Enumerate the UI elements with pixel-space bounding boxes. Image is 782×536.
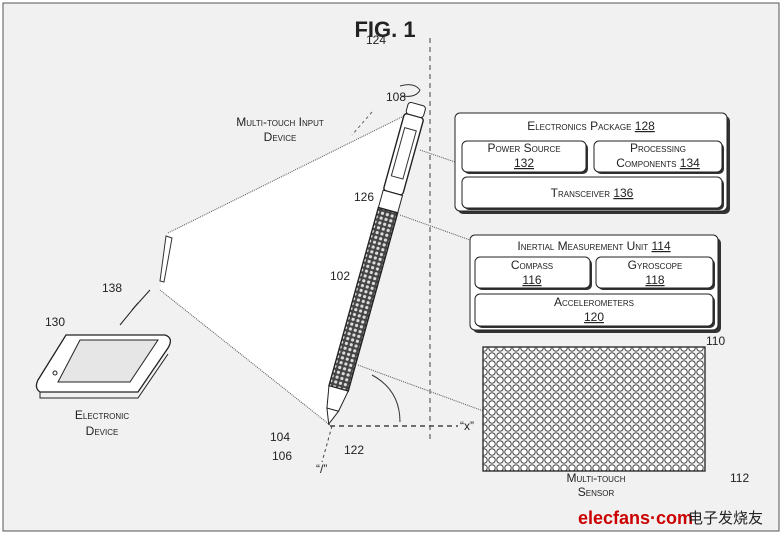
ref-130: 130 xyxy=(45,315,65,329)
ref-104: 104 xyxy=(270,430,290,444)
compass-number: 116 xyxy=(522,273,541,287)
ref-102: 102 xyxy=(330,269,350,283)
imu-title: Inertial Measurement Unit 114 xyxy=(517,239,671,253)
ref-138: 138 xyxy=(102,281,122,295)
sensor-label-2: Sensor xyxy=(578,485,615,499)
small-pen xyxy=(159,235,173,283)
l-axis xyxy=(321,425,333,463)
sensor-label: Multi-touch xyxy=(566,471,625,485)
processing-label: Processing xyxy=(630,141,686,155)
electronics-leader xyxy=(419,149,456,163)
stylus-pen xyxy=(326,101,426,426)
device-label: Electronic xyxy=(75,408,129,422)
ref-122: 122 xyxy=(344,443,364,457)
accelerometers-number: 120 xyxy=(584,310,604,324)
x-axis-label: “x” xyxy=(460,419,474,433)
pen-axis-extension xyxy=(351,111,373,136)
ref-112: 112 xyxy=(730,471,749,485)
projection-line xyxy=(159,289,331,426)
gyroscope-label: Gyroscope xyxy=(628,258,683,272)
electronic-device xyxy=(35,334,172,399)
multi-touch-sensor-grid xyxy=(482,346,706,472)
imu-leader xyxy=(399,214,471,241)
transceiver-label: Transceiver 136 xyxy=(551,186,634,200)
pen-label-2: Device xyxy=(264,130,297,144)
watermark: elecfans·com xyxy=(578,508,693,528)
figure-title: FIG. 1 xyxy=(354,17,415,42)
ref-106: 106 xyxy=(272,449,292,463)
angle-arc xyxy=(371,374,401,423)
gyroscope-number: 118 xyxy=(645,273,664,287)
imu-box xyxy=(469,234,721,333)
ref-124: 124 xyxy=(366,33,386,47)
ref-108: 108 xyxy=(386,90,406,104)
pen-label: Multi-touch Input xyxy=(236,115,324,129)
watermark-cn: 电子发烧友 xyxy=(688,510,763,527)
compass-label: Compass xyxy=(511,258,553,272)
wireless-signal-icon xyxy=(119,289,151,326)
ref-126: 126 xyxy=(354,190,374,204)
l-axis-label: “/” xyxy=(316,462,327,476)
rotation-arrow-icon xyxy=(399,84,421,97)
power-source-number: 132 xyxy=(514,156,534,170)
power-source-label: Power Source xyxy=(487,141,560,155)
electronics-package-title: Electronics Package 128 xyxy=(527,119,655,133)
electronics-package-box xyxy=(454,112,730,214)
ref-110: 110 xyxy=(706,334,725,348)
sensor-leader xyxy=(357,364,487,413)
accelerometers-label: Accelerometers xyxy=(554,295,634,309)
device-label-2: Device xyxy=(86,424,119,438)
processing-label-2: Components 134 xyxy=(616,156,700,170)
